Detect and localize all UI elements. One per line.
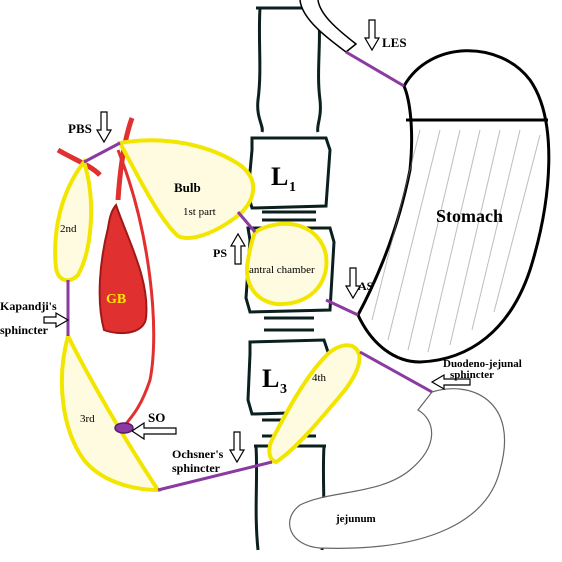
ps-label: PS [213, 246, 227, 260]
pbs-arrow-icon [97, 112, 111, 142]
bulb-label: Bulb [174, 180, 201, 195]
segment-2nd [55, 162, 91, 280]
l3-subscript: 3 [280, 382, 287, 397]
second-label: 2nd [60, 223, 77, 235]
segment-3rd [62, 336, 158, 490]
les-line [346, 52, 404, 86]
les-arrow-icon [365, 20, 379, 50]
esophagus [300, 0, 356, 52]
stomach-label: Stomach [436, 206, 503, 226]
pbs-line [84, 143, 120, 162]
vertebra-top [256, 8, 320, 132]
l1-label: L [271, 162, 288, 191]
as-label: AS [358, 279, 374, 293]
kapandji-label-line2: sphincter [0, 323, 49, 337]
ps-line [238, 212, 255, 232]
vertebra-l1 [248, 138, 330, 208]
antral-chamber-label: antral chamber [249, 264, 315, 276]
first-part-label: 1st part [183, 206, 216, 218]
l1-subscript: 1 [289, 180, 296, 195]
ps-arrow-icon [231, 234, 245, 264]
kapandji-label-line1: Kapandji's [0, 299, 57, 313]
duodeno-label-line2: sphincter [450, 369, 494, 381]
gb-label: GB [106, 292, 126, 307]
ochsner-arrow-icon [230, 432, 244, 462]
so-sphincter-marker [115, 423, 133, 433]
l3-label: L [262, 364, 279, 393]
fourth-label: 4th [312, 372, 327, 384]
ochsner-label-line2: sphincter [172, 461, 221, 475]
stomach: Stomach [358, 51, 549, 362]
pbs-label: PBS [68, 121, 92, 136]
so-arrow-icon [132, 423, 176, 439]
so-label: SO [148, 410, 165, 425]
les-label: LES [382, 35, 407, 50]
jejunum-label: jejunum [335, 513, 376, 525]
ochsner-label-line1: Ochsner's [172, 447, 224, 461]
third-label: 3rd [80, 413, 95, 425]
